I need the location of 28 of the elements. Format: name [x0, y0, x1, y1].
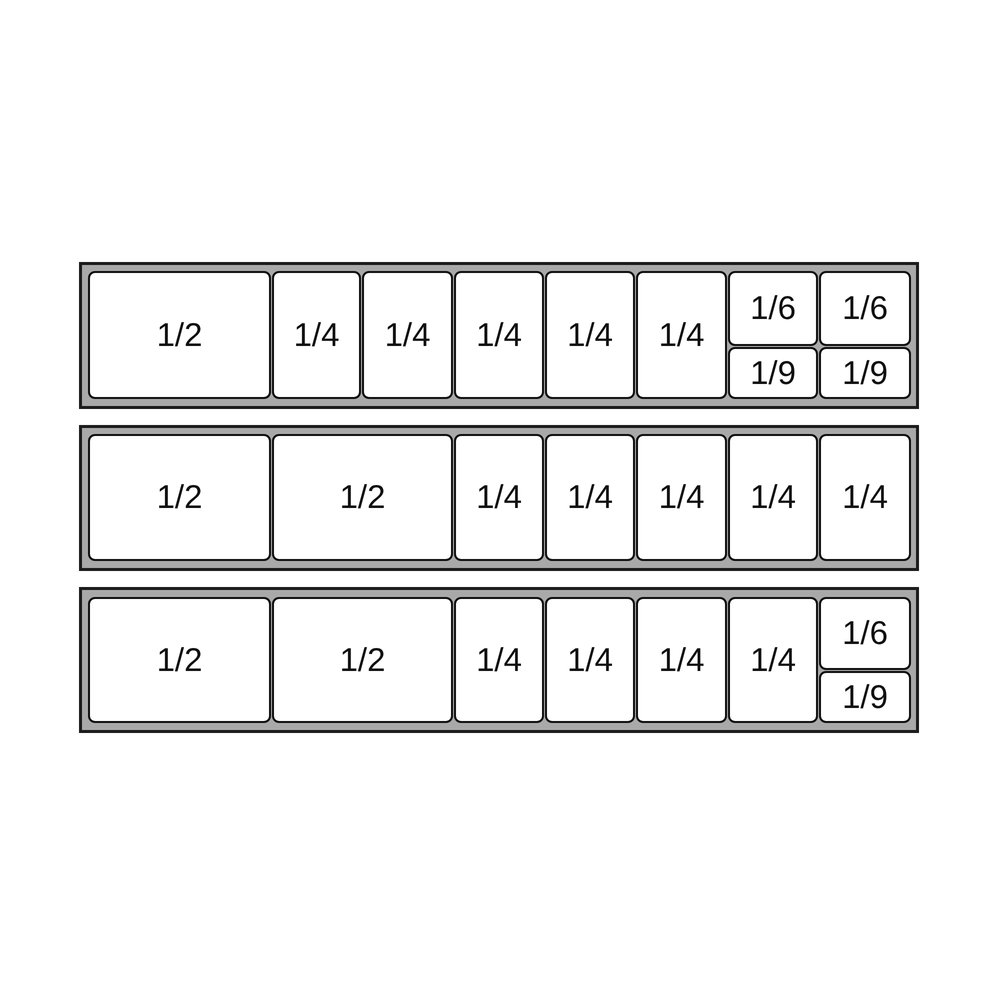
tray-frame: [79, 587, 919, 733]
pan-compartment: 1/9: [728, 347, 818, 399]
pan-compartment: 1/6: [819, 597, 911, 670]
pan-compartment: 1/6: [728, 271, 818, 346]
pan-compartment: 1/2: [272, 434, 453, 561]
pan-compartment: 1/4: [545, 271, 635, 399]
pan-compartment: 1/4: [545, 597, 635, 723]
pan-compartment: 1/4: [272, 271, 361, 399]
pan-compartment: 1/2: [88, 434, 271, 561]
pan-compartment: 1/4: [362, 271, 453, 399]
pan-compartment: 1/4: [728, 434, 818, 561]
pan-compartment: 1/4: [636, 597, 727, 723]
pan-compartment: 1/4: [636, 271, 727, 399]
pan-compartment: 1/4: [454, 434, 544, 561]
pan-compartment: 1/4: [454, 271, 544, 399]
pan-compartment: 1/9: [819, 671, 911, 723]
pan-compartment: 1/2: [88, 271, 271, 399]
pan-compartment: 1/4: [636, 434, 727, 561]
pan-compartment: 1/6: [819, 271, 911, 346]
pan-compartment: 1/2: [88, 597, 271, 723]
pan-compartment: 1/4: [454, 597, 544, 723]
pan-compartment: 1/4: [545, 434, 635, 561]
tray-frame: [79, 425, 919, 571]
pan-compartment: 1/4: [819, 434, 911, 561]
pan-compartment: 1/2: [272, 597, 453, 723]
pan-compartment: 1/9: [819, 347, 911, 399]
tray-frame: [79, 262, 919, 409]
pan-compartment: 1/4: [728, 597, 818, 723]
